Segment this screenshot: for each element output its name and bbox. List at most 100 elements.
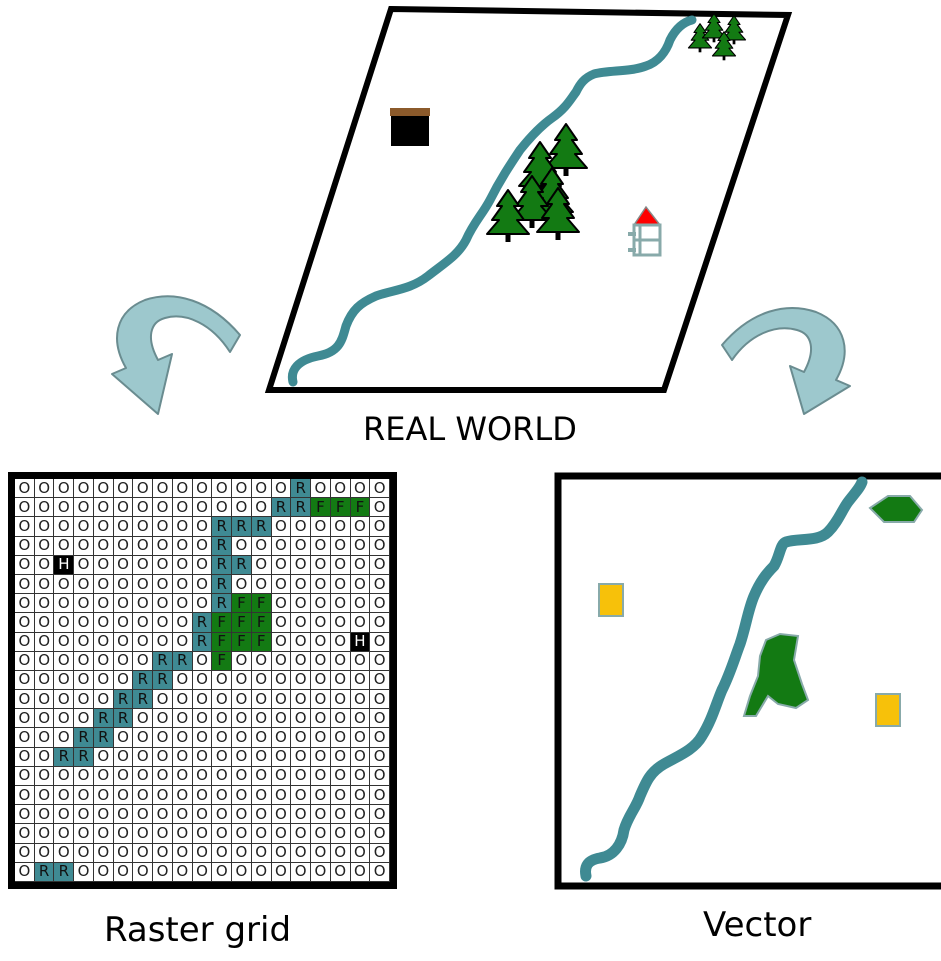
raster-cell: O — [311, 613, 331, 633]
raster-cell: O — [74, 766, 94, 787]
raster-cell: O — [74, 536, 94, 556]
raster-cell: O — [15, 555, 35, 575]
raster-cell: O — [93, 690, 114, 710]
river-vector — [580, 476, 868, 882]
raster-cell: O — [232, 651, 252, 671]
raster-cell: O — [113, 786, 134, 806]
raster-cell: R — [291, 479, 312, 499]
raster-cell: R — [74, 728, 94, 748]
raster-cell: O — [133, 709, 154, 729]
raster-cell: O — [54, 690, 75, 710]
raster-cell: O — [192, 670, 213, 691]
raster-cell: O — [251, 843, 272, 863]
raster-cell: O — [251, 690, 272, 710]
raster-cell: O — [74, 613, 94, 633]
raster-cell: O — [370, 728, 390, 748]
raster-cell: R — [212, 536, 233, 556]
raster-cell: O — [350, 613, 371, 633]
raster-cell: O — [251, 786, 272, 806]
raster-cell: O — [74, 517, 94, 537]
raster-cell: O — [74, 498, 94, 518]
raster-cell: O — [172, 709, 193, 729]
raster-cell: O — [133, 824, 154, 844]
raster-cell: O — [93, 670, 114, 691]
raster-cell: O — [113, 862, 134, 882]
raster-cell: O — [311, 805, 331, 825]
raster-cell: O — [311, 536, 331, 556]
raster-cell: F — [232, 594, 252, 614]
raster-cell: O — [311, 555, 331, 575]
raster-cell: O — [34, 555, 55, 575]
raster-cell: O — [34, 498, 55, 518]
raster-cell: O — [113, 728, 134, 748]
raster-cell: O — [113, 555, 134, 575]
raster-cell: O — [330, 632, 351, 652]
raster-cell: O — [153, 747, 173, 767]
raster-cell: O — [153, 632, 173, 652]
raster-cell: O — [330, 824, 351, 844]
raster-cell: O — [370, 594, 390, 614]
raster-cell: F — [251, 594, 272, 614]
raster-cell: O — [291, 574, 312, 595]
raster-cell: O — [232, 747, 252, 767]
raster-cell: O — [370, 632, 390, 652]
raster-cell: O — [212, 786, 233, 806]
raster-cell: O — [93, 613, 114, 633]
forest-polygon — [868, 495, 924, 523]
raster-cell: O — [311, 651, 331, 671]
raster-cell: O — [271, 728, 292, 748]
raster-cell: O — [93, 805, 114, 825]
raster-cell: O — [350, 479, 371, 499]
raster-cell: O — [113, 747, 134, 767]
raster-cell: O — [172, 517, 193, 537]
raster-cell: O — [93, 479, 114, 499]
raster-cell: O — [330, 728, 351, 748]
raster-cell: O — [133, 574, 154, 595]
raster-cell: O — [232, 843, 252, 863]
raster-cell: O — [330, 479, 351, 499]
raster-cell: F — [232, 613, 252, 633]
raster-cell: O — [93, 632, 114, 652]
raster-cell: O — [232, 728, 252, 748]
raster-cell: O — [370, 498, 390, 518]
river-real-world — [287, 15, 697, 387]
raster-cell: O — [212, 728, 233, 748]
raster-cell: O — [311, 690, 331, 710]
raster-cell: O — [15, 709, 35, 729]
raster-cell: O — [93, 498, 114, 518]
raster-cell: O — [212, 805, 233, 825]
raster-cell: O — [54, 651, 75, 671]
raster-cell: O — [192, 555, 213, 575]
raster-cell: O — [133, 613, 154, 633]
raster-cell: O — [311, 574, 331, 595]
raster-cell: O — [54, 709, 75, 729]
raster-cell: O — [15, 517, 35, 537]
raster-cell: O — [232, 786, 252, 806]
raster-cell: O — [74, 805, 94, 825]
curved-arrow-icon — [111, 295, 241, 415]
raster-cell: O — [113, 498, 134, 518]
raster-cell: O — [34, 594, 55, 614]
raster-cell: O — [153, 555, 173, 575]
raster-cell: O — [54, 824, 75, 844]
raster-cell: R — [192, 613, 213, 633]
raster-cell: O — [172, 690, 193, 710]
raster-cell: O — [330, 670, 351, 691]
house-polygon — [875, 693, 901, 727]
raster-cell: O — [93, 766, 114, 787]
raster-cell: O — [370, 536, 390, 556]
raster-cell: O — [74, 555, 94, 575]
house-icon — [628, 205, 662, 257]
raster-cell: O — [370, 479, 390, 499]
raster-cell: H — [54, 555, 75, 575]
raster-cell: O — [311, 517, 331, 537]
raster-cell: O — [271, 517, 292, 537]
raster-cell: O — [15, 479, 35, 499]
raster-cell: O — [34, 574, 55, 595]
raster-cell: O — [74, 843, 94, 863]
raster-cell: O — [212, 862, 233, 882]
raster-cell: O — [251, 574, 272, 595]
cabin-icon — [390, 108, 430, 146]
raster-cell: O — [74, 632, 94, 652]
